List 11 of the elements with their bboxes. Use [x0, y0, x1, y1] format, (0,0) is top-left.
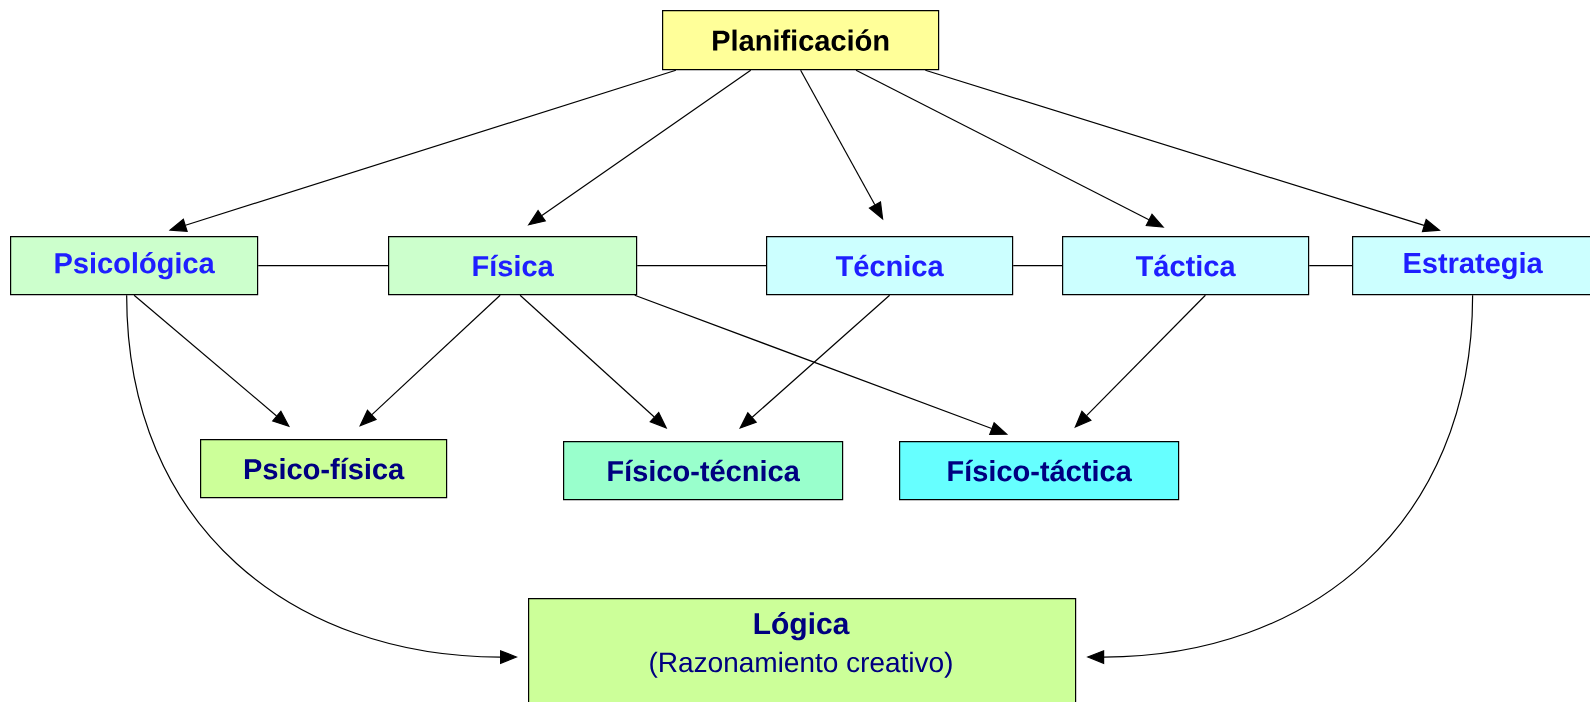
category-box: Técnica	[766, 236, 1014, 296]
category-box: Táctica	[1062, 236, 1310, 296]
category-box: Física	[388, 236, 638, 296]
category-box: Psicológica	[10, 236, 259, 296]
combination-box: Físico-táctica	[899, 441, 1180, 501]
result-box: Lógica (Razonamiento creativo)	[528, 598, 1077, 702]
category-box: Estrategia	[1352, 236, 1590, 296]
title-box: Planificación	[662, 10, 940, 71]
combination-box: Psico-física	[200, 439, 448, 499]
combination-box: Físico-técnica	[563, 441, 844, 501]
arrow	[359, 294, 501, 427]
